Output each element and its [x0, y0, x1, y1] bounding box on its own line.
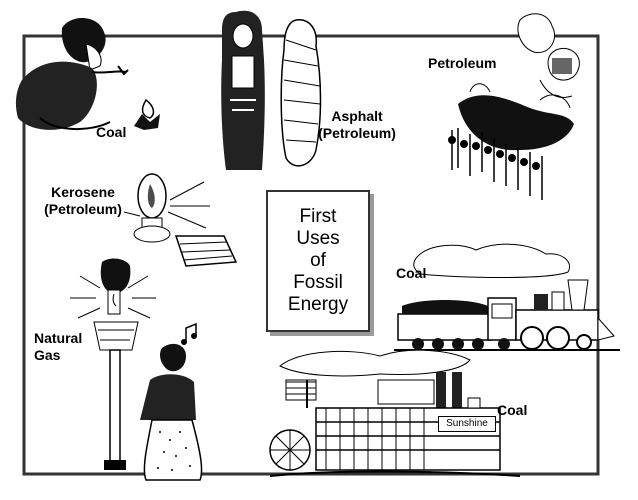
title-line: of: [310, 250, 326, 271]
fire-demons-illustration: [517, 13, 580, 98]
petroleum-fire-icon: [458, 83, 574, 151]
title-box: First Uses of Fossil Energy: [266, 190, 370, 332]
singing-woman-illustration: [140, 322, 203, 481]
label-line: (Petroleum): [44, 201, 122, 217]
steamboat-name-sign: Sunshine: [438, 416, 496, 432]
soldiers-illustration: [448, 128, 543, 200]
label-line: (Petroleum): [318, 125, 396, 141]
title-line: Fossil: [293, 272, 343, 293]
sarcophagus-illustration: [221, 10, 265, 170]
label-line: Kerosene: [51, 184, 115, 200]
label-line: Natural: [34, 330, 83, 346]
label-coal-steamboat: Coal: [497, 402, 528, 418]
steam-train-illustration: [394, 243, 620, 351]
kerosene-lamp-icon: [123, 173, 210, 243]
campfire-icon: [134, 98, 160, 130]
label-line: Asphalt: [331, 108, 383, 124]
label-petroleum: Petroleum: [428, 55, 497, 71]
caveman-illustration: [15, 17, 129, 131]
label-coal-caveman: Coal: [96, 124, 127, 140]
title-line: Uses: [296, 228, 340, 249]
label-coal-train: Coal: [396, 265, 427, 281]
title-line: Energy: [287, 294, 349, 315]
mummy-illustration: [280, 19, 322, 167]
gas-lamppost-icon: [70, 258, 156, 470]
label-line: Gas: [34, 347, 61, 363]
title-line: First: [299, 206, 337, 227]
book-icon: [174, 235, 238, 267]
label-kerosene: Kerosene (Petroleum): [38, 184, 128, 218]
steamboat-illustration: [269, 349, 521, 477]
label-natural-gas: Natural Gas: [34, 330, 84, 364]
label-asphalt: Asphalt (Petroleum): [314, 108, 400, 142]
